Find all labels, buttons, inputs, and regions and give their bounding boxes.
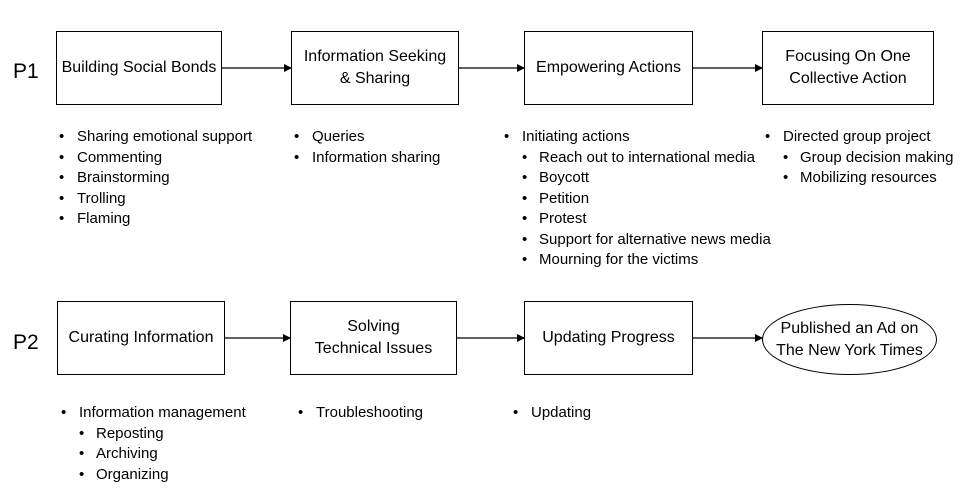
sub-list-item: Mourning for the victims <box>502 250 771 271</box>
stage-title: Building Social Bonds <box>62 57 217 79</box>
stage-title-line: Curating Information <box>68 329 214 346</box>
stage-box-p2-3: Updating Progress <box>524 301 693 375</box>
stage-title-line: Solving <box>347 318 400 335</box>
stage-title: Updating Progress <box>542 327 675 349</box>
sub-list-item: Organizing <box>59 465 246 486</box>
stage-box-p1-2: Information Seeking & Sharing <box>291 31 459 105</box>
sub-list-item: Support for alternative news media <box>502 230 771 251</box>
stage-bullet-list: Information managementRepostingArchiving… <box>59 403 246 485</box>
list-item: Troubleshooting <box>296 403 423 424</box>
stage-title-line: Published an Ad on <box>780 319 919 337</box>
list-item: Commenting <box>57 148 252 169</box>
stage-box-p1-3: Empowering Actions <box>524 31 693 105</box>
sub-list-item: Reach out to international media <box>502 148 771 169</box>
stage-bullet-list: Sharing emotional supportCommentingBrain… <box>57 127 252 230</box>
stage-title: Curating Information <box>69 327 214 349</box>
stage-box-p2-1: Curating Information <box>57 301 225 375</box>
stage-title-line: Building Social Bonds <box>61 59 217 76</box>
stage-bullet-list: Updating <box>511 403 591 424</box>
list-item: Flaming <box>57 209 252 230</box>
stage-bullet-list: Initiating actionsReach out to internati… <box>502 127 771 271</box>
row-label-p2: P2 <box>13 331 39 354</box>
sub-list-item: Petition <box>502 189 771 210</box>
sub-list-item: Protest <box>502 209 771 230</box>
stage-title: Information Seeking & Sharing <box>304 46 446 90</box>
list-item: Sharing emotional support <box>57 127 252 148</box>
stage-title-line: Updating Progress <box>542 329 675 346</box>
list-item: Queries <box>292 127 440 148</box>
stage-title-line: The New York Times <box>776 341 923 359</box>
row-label-p1: P1 <box>13 60 39 83</box>
stage-box-p1-1: Building Social Bonds <box>56 31 222 105</box>
list-item: Brainstorming <box>57 168 252 189</box>
stage-title: Empowering Actions <box>536 57 681 79</box>
stage-title-line: Technical Issues <box>314 340 433 357</box>
sub-list-item: Group decision making <box>763 148 953 169</box>
stage-bullet-list: QueriesInformation sharing <box>292 127 440 168</box>
list-item: Directed group project <box>763 127 953 148</box>
stage-title-line: Collective Action <box>789 70 907 87</box>
list-item: Information sharing <box>292 148 440 169</box>
stage-bullet-list: Directed group projectGroup decision mak… <box>763 127 953 189</box>
list-item: Updating <box>511 403 591 424</box>
sub-list-item: Archiving <box>59 444 246 465</box>
list-item: Trolling <box>57 189 252 210</box>
sub-list-item: Boycott <box>502 168 771 189</box>
sub-list-item: Mobilizing resources <box>763 168 953 189</box>
stage-title-line: & Sharing <box>339 70 411 87</box>
stage-box-p2-4: Published an Ad on The New York Times <box>762 304 937 375</box>
sub-list-item: Reposting <box>59 424 246 445</box>
stage-title-line: Focusing On One <box>785 48 911 65</box>
stage-bullet-list: Troubleshooting <box>296 403 423 424</box>
stage-title-line: Empowering Actions <box>536 59 681 76</box>
list-item: Initiating actions <box>502 127 771 148</box>
list-item: Information management <box>59 403 246 424</box>
stage-title: Published an Ad on The New York Times <box>776 318 923 362</box>
stage-title-line: Information Seeking <box>303 48 447 65</box>
